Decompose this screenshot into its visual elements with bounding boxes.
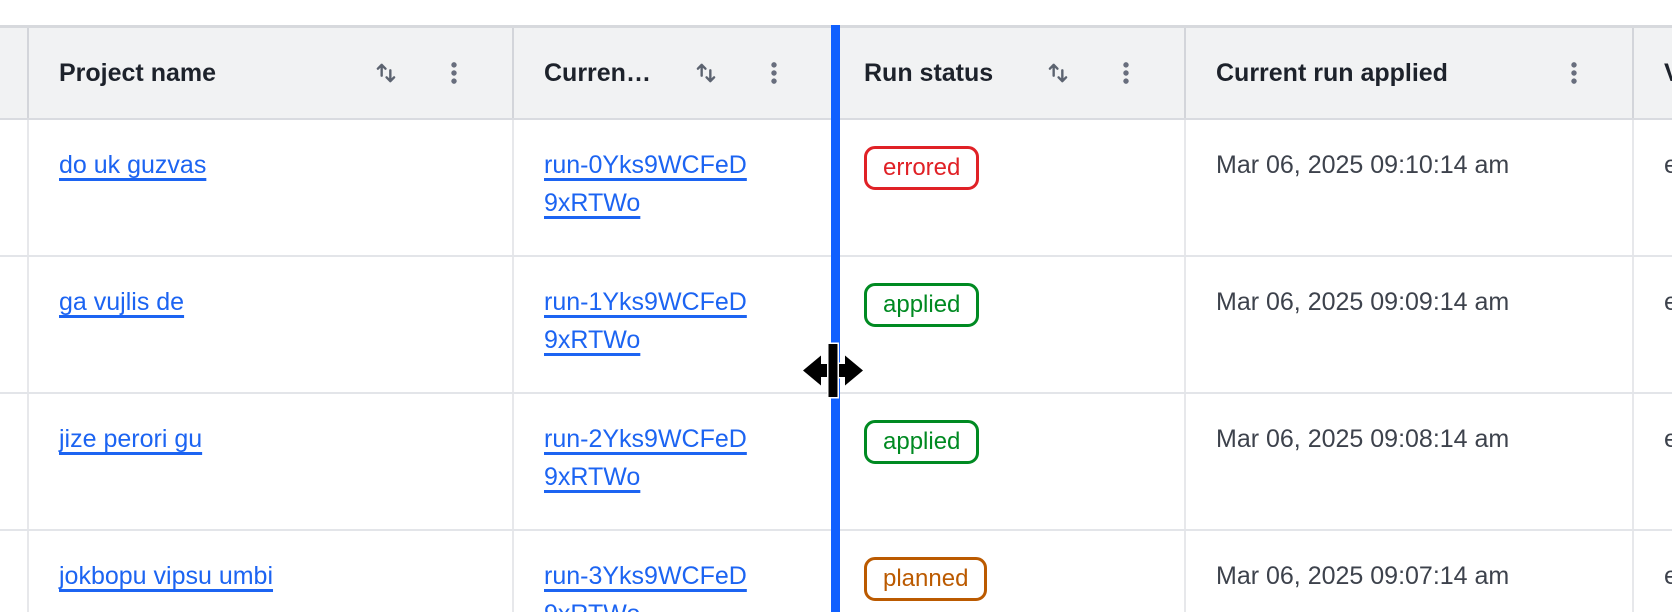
cell-current-run: run-3Yks9WCFeD9xRTWo [514, 531, 834, 612]
cell-current-run-applied: Mar 06, 2025 09:10:14 am [1186, 120, 1634, 255]
cell-current-run: run-2Yks9WCFeD9xRTWo [514, 394, 834, 529]
project-link[interactable]: do uk guzvas [59, 151, 207, 179]
column-label: Project name [59, 58, 217, 87]
cell-spacer [0, 531, 29, 612]
kebab-menu-icon [771, 62, 777, 84]
timestamp: Mar 06, 2025 09:07:14 am [1216, 562, 1510, 590]
sort-arrows-icon [1048, 63, 1068, 83]
cell-cut-off: e [1634, 257, 1672, 392]
project-link[interactable]: ga vujlis de [59, 288, 185, 316]
cell-project-name: do uk guzvas [29, 120, 514, 255]
kebab-menu-icon [1571, 62, 1577, 84]
cell-run-status: errored [834, 120, 1186, 255]
column-menu-button[interactable] [440, 59, 468, 87]
status-badge: errored [864, 146, 980, 190]
cell-current-run: run-1Yks9WCFeD9xRTWo [514, 257, 834, 392]
status-badge: applied [864, 283, 980, 327]
run-link[interactable]: run-2Yks9WCFeD9xRTWo [544, 425, 747, 491]
cell-project-name: ga vujlis de [29, 257, 514, 392]
run-link[interactable]: run-1Yks9WCFeD9xRTWo [544, 288, 747, 354]
cell-cut-off: e [1634, 394, 1672, 529]
run-link[interactable]: run-3Yks9WCFeD9xRTWo [544, 562, 747, 612]
column-header-current-run: Curren… [514, 28, 834, 118]
cell-project-name: jokbopu vipsu umbi [29, 531, 514, 612]
column-header-cut-off: V [1634, 28, 1672, 118]
sort-button[interactable] [1044, 59, 1072, 87]
cell-spacer [0, 257, 29, 392]
column-menu-button[interactable] [1560, 59, 1588, 87]
column-header-current-run-applied: Current run applied [1186, 28, 1634, 118]
column-header-run-status: Run status [834, 28, 1186, 118]
cell-spacer [0, 120, 29, 255]
timestamp: Mar 06, 2025 09:10:14 am [1216, 151, 1510, 179]
sort-button[interactable] [372, 59, 400, 87]
cut-off-text: e [1664, 151, 1672, 179]
column-menu-button[interactable] [760, 59, 788, 87]
sort-button[interactable] [692, 59, 720, 87]
run-link[interactable]: run-0Yks9WCFeD9xRTWo [544, 151, 747, 217]
cell-current-run-applied: Mar 06, 2025 09:09:14 am [1186, 257, 1634, 392]
column-label: Current run applied [1216, 58, 1448, 87]
column-label: Curren… [544, 58, 651, 87]
cell-current-run: run-0Yks9WCFeD9xRTWo [514, 120, 834, 255]
timestamp: Mar 06, 2025 09:09:14 am [1216, 288, 1510, 316]
cut-off-text: e [1664, 425, 1672, 453]
kebab-menu-icon [451, 62, 457, 84]
cell-spacer [0, 394, 29, 529]
cut-off-text: e [1664, 288, 1672, 316]
cell-run-status: applied [834, 394, 1186, 529]
cell-run-status: applied [834, 257, 1186, 392]
timestamp: Mar 06, 2025 09:08:14 am [1216, 425, 1510, 453]
column-label: V [1664, 59, 1672, 88]
kebab-menu-icon [1123, 62, 1129, 84]
column-header-project-name: Project name [29, 28, 514, 118]
cell-current-run-applied: Mar 06, 2025 09:08:14 am [1186, 394, 1634, 529]
cell-run-status: planned [834, 531, 1186, 612]
column-label: Run status [864, 58, 994, 87]
status-badge: applied [864, 420, 980, 464]
column-resize-indicator[interactable] [831, 25, 840, 612]
cell-project-name: jize perori gu [29, 394, 514, 529]
cut-off-text: e [1664, 562, 1672, 590]
project-link[interactable]: jize perori gu [59, 425, 203, 453]
cell-cut-off: e [1634, 120, 1672, 255]
sort-arrows-icon [696, 63, 716, 83]
column-menu-button[interactable] [1112, 59, 1140, 87]
sort-arrows-icon [376, 63, 396, 83]
cell-current-run-applied: Mar 06, 2025 09:07:14 am [1186, 531, 1634, 612]
project-link[interactable]: jokbopu vipsu umbi [59, 562, 274, 590]
status-badge: planned [864, 557, 988, 601]
cell-cut-off: e [1634, 531, 1672, 612]
column-header-spacer [0, 28, 29, 118]
